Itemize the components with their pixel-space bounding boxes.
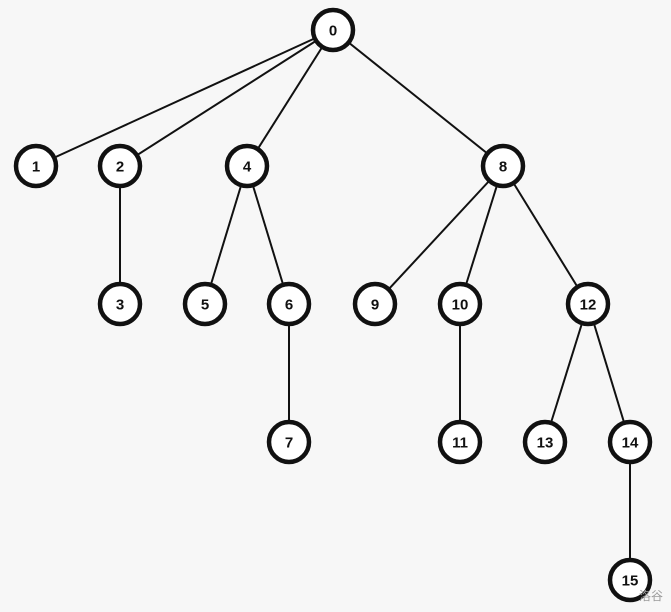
node-label: 7 — [285, 435, 293, 452]
node-1: 1 — [13, 143, 59, 189]
node-12: 12 — [565, 281, 611, 327]
node-4: 4 — [224, 143, 270, 189]
node-label: 5 — [201, 297, 209, 314]
node-label: 10 — [452, 297, 469, 314]
node-circle — [352, 281, 398, 327]
node-label: 1 — [32, 159, 40, 176]
node-label: 3 — [116, 297, 124, 314]
watermark-text: 洛谷 — [638, 589, 663, 603]
node-3: 3 — [97, 281, 143, 327]
node-label: 12 — [580, 297, 597, 314]
node-label: 8 — [499, 159, 507, 176]
node-2: 2 — [97, 143, 143, 189]
node-circle — [13, 143, 59, 189]
node-label: 0 — [329, 23, 337, 40]
node-circle — [607, 557, 653, 603]
node-circle — [182, 281, 228, 327]
node-circle — [97, 281, 143, 327]
edge-4-5 — [204, 165, 248, 305]
node-9: 9 — [352, 281, 398, 327]
node-label: 15 — [622, 573, 639, 590]
node-7: 7 — [266, 419, 312, 465]
node-circle — [437, 281, 483, 327]
node-5: 5 — [182, 281, 228, 327]
node-circle — [480, 143, 526, 189]
node-15: 15 — [607, 557, 653, 603]
node-label: 6 — [285, 297, 293, 314]
edge-4-6 — [246, 165, 290, 305]
edge-0-2 — [119, 29, 334, 167]
node-0: 0 — [310, 7, 356, 53]
node-13: 13 — [522, 419, 568, 465]
node-circle — [97, 143, 143, 189]
node-10: 10 — [437, 281, 483, 327]
node-label: 4 — [243, 159, 252, 176]
edge-8-12 — [502, 165, 589, 305]
node-circle — [522, 419, 568, 465]
node-6: 6 — [266, 281, 312, 327]
node-circle — [607, 419, 653, 465]
edge-0-4 — [246, 29, 334, 167]
edge-12-14 — [587, 303, 631, 443]
node-14: 14 — [607, 419, 653, 465]
node-11: 11 — [437, 419, 483, 465]
node-label: 13 — [537, 435, 554, 452]
node-circle — [310, 7, 356, 53]
node-8: 8 — [480, 143, 526, 189]
edge-0-8 — [332, 29, 504, 167]
tree-edges — [35, 29, 631, 580]
edge-12-13 — [544, 303, 589, 443]
node-circle — [565, 281, 611, 327]
node-label: 11 — [452, 435, 468, 452]
node-circle — [224, 143, 270, 189]
node-label: 9 — [371, 297, 379, 314]
node-label: 14 — [622, 435, 639, 452]
edge-8-10 — [459, 165, 504, 305]
node-circle — [437, 419, 483, 465]
node-label: 2 — [116, 159, 124, 176]
node-circle — [266, 419, 312, 465]
edge-0-1 — [35, 29, 334, 167]
edge-8-9 — [374, 165, 504, 305]
node-circle — [266, 281, 312, 327]
